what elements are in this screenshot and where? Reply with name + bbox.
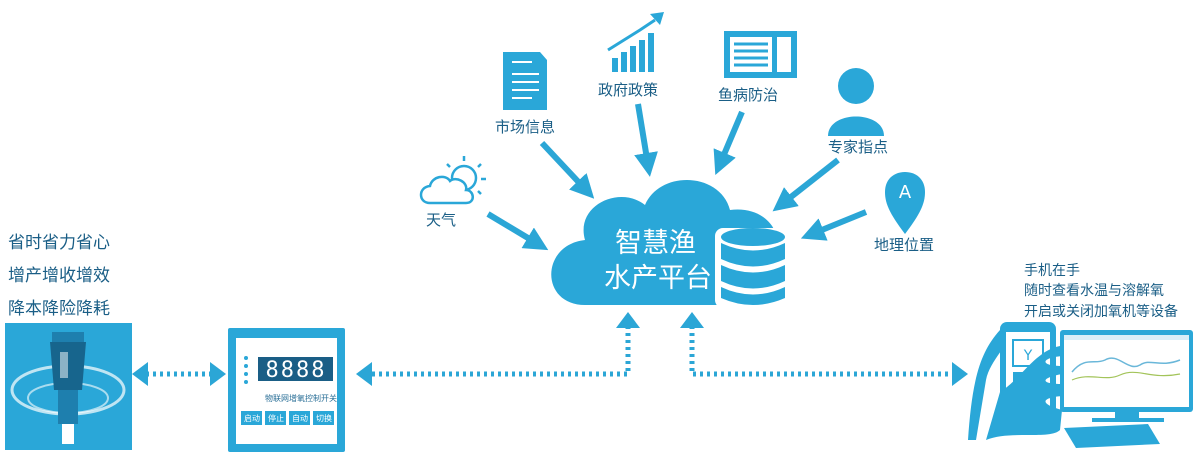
policy-label: 政府政策 [598,81,658,99]
phone-screen-glyph: Y [1023,348,1033,364]
document-icon [503,52,547,110]
controller-display: 8888 [266,358,327,383]
newspaper-icon [724,31,797,78]
controller-caption: 物联网增氧控制开关 [265,393,337,403]
link-arrowheads [132,312,968,386]
arrow-disease [713,110,745,176]
location-label: 地理位置 [874,236,934,254]
inbound-arrows [486,103,868,251]
arrow-location [800,209,868,241]
indicator-column [244,356,248,384]
arrow-policy [634,103,658,177]
platform-title-line2: 水产平台 [604,263,712,294]
person-icon [828,68,884,136]
link-cloud-mobile [689,326,952,377]
controller-button-start: 启动 [244,413,260,423]
mobile-description: 手机在手 随时查看水温与溶解氧 开启或关闭加氧机等设备 [1024,263,1178,320]
database-icon [715,228,791,308]
mobile-line-2: 随时查看水温与溶解氧 [1024,283,1164,299]
disease-label: 鱼病防治 [718,86,778,104]
mobile-line-1: 手机在手 [1024,263,1080,279]
controller-button-switch: 切换 [316,413,332,423]
weather-icon [419,156,486,205]
oxygen-controller: 8888 物联网增氧控制开关 启动 停止 自动 切换 [228,328,345,452]
benefit-2: 增产增收增效 [8,266,110,286]
controller-button-stop: 停止 [268,413,284,423]
location-pin-letter: A [899,182,912,203]
controller-button-auto: 自动 [292,413,308,423]
market-label: 市场信息 [495,118,555,136]
hand-phone-image: Y [968,322,1062,440]
location-pin-icon: A [885,172,925,234]
growth-chart-icon [607,12,664,72]
dotted-links [146,326,952,377]
link-controller-cloud [372,326,631,377]
benefit-1: 省时省力省心 [8,233,110,253]
mobile-line-3: 开启或关闭加氧机等设备 [1024,303,1178,320]
expert-label: 专家指点 [828,138,888,156]
weather-label: 天气 [426,211,456,229]
monitor-image [1060,330,1193,422]
controller-buttons: 启动 停止 自动 切换 [241,411,334,425]
keyboard-image [1064,424,1160,448]
arrow-expert [772,157,840,212]
arrow-market [539,140,595,199]
platform-title-line1: 智慧渔 [615,228,696,259]
benefit-3: 降本降险降耗 [8,299,110,319]
arrow-weather [486,211,549,251]
oxygen-sensor-image [5,323,132,450]
benefits-list: 省时省力省心 增产增收增效 降本降险降耗 [8,233,110,319]
